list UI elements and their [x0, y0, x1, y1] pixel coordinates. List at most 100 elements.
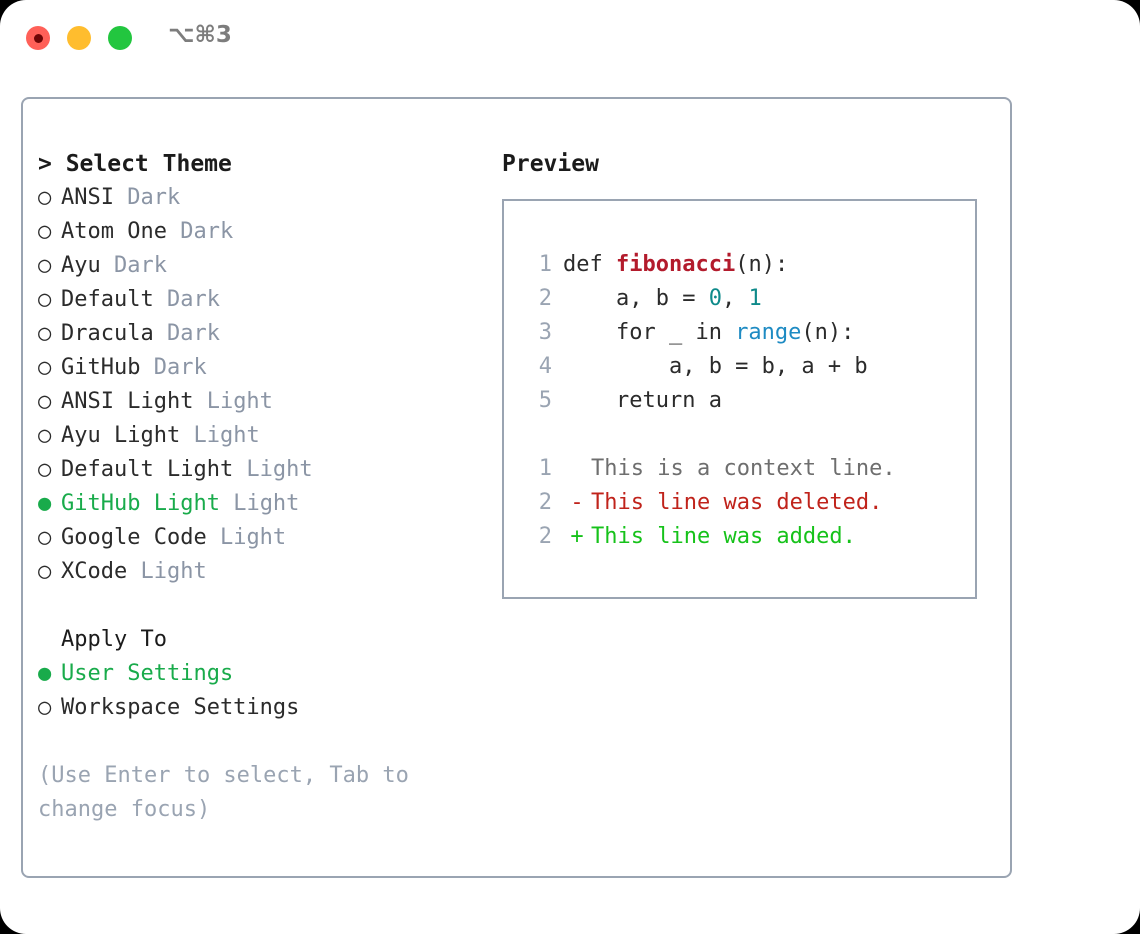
code-line-text: return a [563, 384, 722, 418]
diff-line-del: 2-This line was deleted. [526, 486, 896, 520]
diff-line-text: This line was added. [591, 524, 856, 549]
theme-option-label: Dracula [61, 321, 154, 346]
code-token-plain: return a [563, 388, 722, 413]
theme-variant-tag: Light [193, 389, 273, 414]
code-line: 5 return a [526, 384, 868, 418]
radio-unselected-icon[interactable]: ○ [38, 389, 52, 414]
theme-variant-tag: Dark [113, 185, 181, 210]
theme-option-google-code[interactable]: ○ Google Code Light [38, 521, 493, 555]
code-token-call: range [735, 320, 802, 345]
theme-option-label: Google Code [61, 525, 207, 550]
theme-option-ayu[interactable]: ○ Ayu Dark [38, 249, 493, 283]
theme-option-dracula[interactable]: ○ Dracula Dark [38, 317, 493, 351]
code-token-num: 1 [748, 286, 762, 311]
radio-unselected-icon[interactable]: ○ [38, 219, 52, 244]
apply-to-option-label: Workspace Settings [61, 695, 300, 720]
theme-variant-tag: Dark [153, 287, 220, 312]
theme-option-label: Default Light [61, 457, 234, 482]
radio-unselected-icon[interactable]: ○ [38, 457, 52, 482]
theme-option-ansi[interactable]: ○ ANSI Dark [38, 181, 493, 215]
radio-unselected-icon[interactable]: ○ [38, 185, 52, 210]
theme-variant-tag: Light [233, 457, 313, 482]
code-token-plain: a, b = [563, 286, 709, 311]
theme-variant-tag: Light [206, 525, 287, 550]
theme-option-label: Ayu [61, 253, 101, 278]
theme-variant-tag: Light [219, 491, 300, 516]
radio-unselected-icon[interactable]: ○ [38, 559, 52, 584]
diff-line-add: 2 + This line was added. [526, 520, 896, 554]
title-bar: ⌥⌘3 [0, 0, 1140, 78]
theme-option-label: GitHub [61, 355, 141, 380]
list-spacer [38, 589, 493, 623]
theme-option-label: ANSI [61, 185, 114, 210]
keyboard-shortcut-label: ⌥⌘3 [168, 22, 232, 48]
maximize-button[interactable] [108, 26, 132, 50]
theme-option-default-light[interactable]: ○ Default Light Light [38, 453, 493, 487]
apply-to-option-workspace-settings[interactable]: ○ Workspace Settings [38, 691, 493, 725]
radio-unselected-icon[interactable]: ○ [38, 525, 52, 550]
apply-to-list[interactable]: ● User Settings ○ Workspace Settings [38, 657, 493, 725]
code-token-plain: (n): [801, 320, 855, 345]
theme-option-label: Default [61, 287, 154, 312]
theme-option-label: XCode [61, 559, 128, 584]
diff-marker [563, 452, 591, 486]
theme-variant-tag: Dark [100, 253, 167, 278]
radio-unselected-icon[interactable]: ○ [38, 695, 52, 720]
hint-spacer [38, 725, 493, 759]
theme-option-xcode[interactable]: ○XCode Light [38, 555, 493, 589]
preview-heading: Preview [502, 151, 599, 177]
radio-unselected-icon[interactable]: ○ [38, 321, 52, 346]
diff-line-text: This line was deleted. [591, 490, 883, 515]
theme-option-default[interactable]: ○ Default Dark [38, 283, 493, 317]
theme-option-label: ANSI Light [61, 389, 194, 414]
theme-option-ayu-light[interactable]: ○Ayu Light Light [38, 419, 493, 453]
radio-unselected-icon[interactable]: ○ [38, 423, 52, 448]
diff-marker: + [570, 524, 584, 549]
keyboard-hint-text: (Use Enter to select, Tab to change focu… [38, 763, 423, 822]
diff-marker: - [570, 490, 584, 515]
theme-variant-tag: Dark [153, 321, 220, 346]
code-line-number: 4 [538, 354, 552, 379]
diff-line-number: 2 [538, 490, 552, 515]
theme-option-github[interactable]: ○ GitHub Dark [38, 351, 493, 385]
traffic-lights [26, 26, 132, 50]
code-token-plain: (n): [735, 252, 789, 277]
diff-line-ctx: 1 This is a context line. [526, 452, 896, 486]
minimize-button[interactable] [67, 26, 91, 50]
theme-variant-tag: Dark [166, 219, 234, 244]
theme-option-atom-one[interactable]: ○ Atom One Dark [38, 215, 493, 249]
apply-to-option-user-settings[interactable]: ● User Settings [38, 657, 493, 691]
code-line-text: def fibonacci(n): [563, 248, 788, 282]
theme-option-github-light[interactable]: ● GitHub Light Light [38, 487, 493, 521]
code-token-plain: , [721, 286, 749, 311]
theme-option-ansi-light[interactable]: ○ ANSI Light Light [38, 385, 493, 419]
theme-option-label: GitHub Light [61, 491, 220, 516]
diff-line-number: 2 [538, 524, 552, 549]
radio-selected-icon[interactable]: ● [38, 491, 52, 516]
code-token-fn: fibonacci [615, 252, 736, 277]
apply-to-heading: Apply To [61, 627, 167, 652]
code-token-plain: a, b = b, a + b [563, 354, 868, 379]
diff-sample: 1 This is a context line.2-This line was… [526, 452, 896, 554]
code-line-number: 2 [538, 286, 552, 311]
code-line: 3 for _ in range(n): [526, 316, 868, 350]
radio-selected-icon[interactable]: ● [38, 661, 52, 686]
diff-line-number: 1 [538, 456, 552, 481]
radio-unselected-icon[interactable]: ○ [38, 355, 52, 380]
theme-list[interactable]: ○ ANSI Dark ○ Atom One Dark ○ Ayu Dark ○ Defaul… [38, 181, 493, 589]
main-panel: > Select Theme ○ANSI Dark○Atom One Dark○… [21, 97, 1012, 878]
close-button[interactable] [26, 26, 50, 50]
select-theme-heading: > Select Theme [38, 151, 232, 177]
apply-to-option-label: User Settings [61, 661, 234, 686]
theme-variant-tag: Dark [140, 355, 207, 380]
radio-unselected-icon[interactable]: ○ [38, 287, 52, 312]
code-line-text: a, b = 0, 1 [563, 282, 762, 316]
code-token-plain: def [563, 252, 616, 277]
diff-line-text: This is a context line. [591, 456, 896, 481]
radio-unselected-icon[interactable]: ○ [38, 253, 52, 278]
code-line-text: a, b = b, a + b [563, 350, 868, 384]
theme-option-label: Atom One [61, 219, 167, 244]
